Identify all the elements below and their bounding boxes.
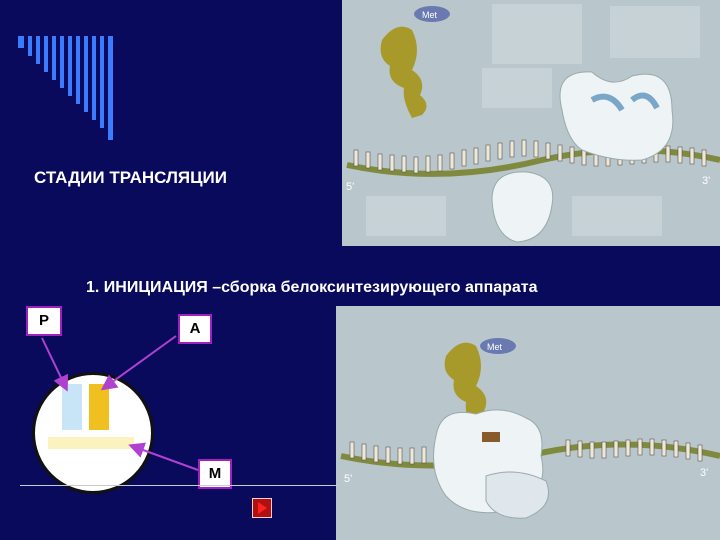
p-site-block <box>62 384 82 430</box>
arrow-p-to-site <box>41 337 69 392</box>
mrna-binding-bar <box>48 437 134 449</box>
five-prime-label: 5' <box>344 473 352 485</box>
met-label: Met <box>487 342 503 352</box>
p-site-label: P <box>26 306 62 336</box>
five-prime-label: 5' <box>346 181 354 193</box>
slide-subtitle: 1. ИНИЦИАЦИЯ –сборка белоксинтезирующего… <box>86 279 538 296</box>
slide-title: СТАДИИ ТРАНСЛЯЦИИ <box>34 168 227 187</box>
ribosome-drawing-bottom: Met 5' 3' <box>336 306 720 540</box>
a-site-label: A <box>178 314 212 344</box>
m-site-label: M <box>198 459 232 489</box>
met-label: Met <box>422 10 438 20</box>
arrow-a-to-site <box>100 335 177 391</box>
play-button[interactable] <box>252 498 272 518</box>
divider-line <box>20 485 338 486</box>
a-site-block <box>89 384 109 430</box>
three-prime-label: 3' <box>702 175 710 187</box>
ribosome-illustration-bottom: Met 5' 3' <box>336 306 720 540</box>
ribosome-illustration-top: Met 5' 3' <box>342 0 720 246</box>
ribosome-drawing-top: Met 5' 3' <box>342 0 720 246</box>
arrow-m-to-bar <box>128 442 199 471</box>
play-triangle-icon <box>258 502 267 514</box>
decorative-stripes <box>18 36 113 140</box>
three-prime-label: 3' <box>700 467 708 479</box>
